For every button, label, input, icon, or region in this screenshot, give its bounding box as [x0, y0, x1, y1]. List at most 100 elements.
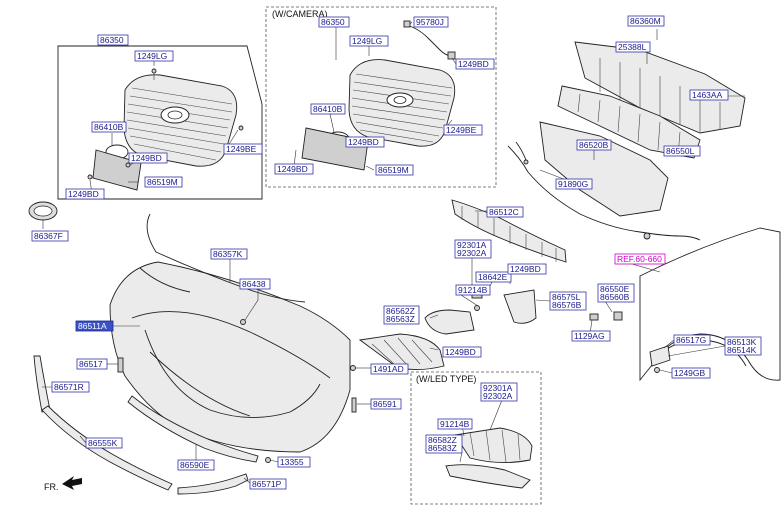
svg-text:1249BE: 1249BE	[226, 144, 257, 154]
bolts-lower	[265, 365, 357, 463]
svg-text:86350: 86350	[100, 35, 124, 45]
svg-text:18642E: 18642E	[478, 272, 508, 282]
label-absorber-lower[interactable]: 86550L	[663, 145, 701, 157]
svg-text:86350: 86350	[321, 17, 345, 27]
label-bumper-cover[interactable]: 86511A	[75, 320, 114, 332]
led-section-title: (W/LED TYPE)	[416, 374, 476, 384]
svg-text:1249BD: 1249BD	[348, 137, 379, 147]
svg-text:1491AD: 1491AD	[373, 364, 404, 374]
label-plate-cam[interactable]: 86519M	[375, 164, 414, 176]
svg-text:86410B: 86410B	[94, 122, 124, 132]
label-screw-lamp[interactable]: 1249BD	[507, 263, 547, 275]
front-arrow-icon	[62, 476, 82, 490]
svg-text:92301A: 92301A	[483, 383, 513, 393]
label-screw-gb[interactable]: 1249GB	[671, 367, 711, 379]
label-screw-be-main[interactable]: 1249BE	[223, 143, 263, 155]
label-lamp-cover[interactable]: 18642E	[475, 271, 512, 283]
svg-text:86410B: 86410B	[313, 104, 343, 114]
camera-section-title: (W/CAMERA)	[272, 9, 328, 19]
label-lamp-bracket[interactable]: 91214B	[455, 284, 491, 296]
side-brackets	[589, 311, 671, 373]
label-screw-bd-main-a[interactable]: 1249BD	[128, 152, 168, 164]
label-lower-grille[interactable]: 86512C	[486, 206, 524, 218]
label-absorber-assy[interactable]: 86360M	[627, 15, 665, 27]
svg-text:86357K: 86357K	[213, 249, 243, 259]
label-bracket-bolt[interactable]: 86591	[370, 398, 402, 410]
camera-section-frame	[265, 6, 497, 188]
label-screw-bd-cam-b[interactable]: 1249BD	[345, 136, 385, 148]
svg-text:86555K: 86555K	[88, 438, 118, 448]
svg-text:86519M: 86519M	[147, 177, 178, 187]
label-lower-lip-front[interactable]: 86555K	[85, 437, 123, 449]
label-screw-bd-cam-a[interactable]: 1249BD	[455, 58, 495, 70]
svg-text:86513K: 86513K	[727, 337, 757, 347]
label-grille-main[interactable]: 86350	[97, 34, 129, 46]
svg-text:86560B: 86560B	[600, 292, 630, 302]
label-screw-be-cam[interactable]: 1249BE	[443, 124, 483, 136]
bumper-beam	[539, 121, 669, 217]
led-lamp	[445, 427, 533, 489]
label-beam[interactable]: 86520B	[576, 139, 612, 151]
label-wiring[interactable]: 91890G	[555, 178, 593, 190]
label-plate-main[interactable]: 86519M	[144, 176, 183, 188]
svg-text:1249BD: 1249BD	[510, 264, 541, 274]
svg-text:86590E: 86590E	[180, 460, 210, 470]
label-bolt[interactable]: 1491AD	[370, 363, 409, 375]
label-absorber-clip[interactable]: 1463AA	[689, 89, 729, 101]
label-lower-trim[interactable]: 86590E	[177, 459, 215, 471]
front-bumper-cover	[109, 261, 351, 453]
label-molding-strip[interactable]: 86357K	[210, 248, 248, 260]
label-side-piece[interactable]: 86517	[76, 358, 108, 370]
label-emblem-main[interactable]: 86410B	[91, 121, 127, 133]
label-grille-cam[interactable]: 86350	[318, 16, 350, 28]
energy-absorber-lower	[557, 85, 701, 159]
screws-main	[87, 68, 244, 180]
label-led-bracket[interactable]: 91214B	[437, 418, 473, 430]
svg-text:1249BD: 1249BD	[68, 189, 99, 199]
wiring-harness	[507, 141, 701, 241]
label-ref[interactable]: REF.60-660	[614, 253, 666, 265]
front-emblem	[28, 201, 58, 221]
label-screw-lg-main[interactable]: 1249LG	[134, 50, 174, 62]
label-fender-bolt[interactable]: 1129AG	[571, 330, 611, 342]
label-emblem-front[interactable]: 86367F	[31, 230, 69, 242]
svg-text:1249GB: 1249GB	[674, 368, 706, 378]
svg-text:1249BD: 1249BD	[277, 164, 308, 174]
svg-text:91214B: 91214B	[458, 285, 488, 295]
label-camera-harness[interactable]: 95780J	[413, 16, 449, 28]
svg-text:REF.60-660: REF.60-660	[617, 254, 662, 264]
svg-text:86576B: 86576B	[552, 300, 582, 310]
label-side-bracket[interactable]: 86517G	[673, 334, 711, 346]
svg-text:13355: 13355	[280, 457, 304, 467]
label-screw-bd-cam-c[interactable]: 1249BD	[274, 163, 314, 175]
svg-text:1249BD: 1249BD	[458, 59, 489, 69]
svg-text:1249BE: 1249BE	[446, 125, 477, 135]
label-screw-fog[interactable]: 1249BD	[442, 346, 482, 358]
svg-text:86512C: 86512C	[489, 207, 519, 217]
label-molding-clip[interactable]: 86438	[239, 278, 271, 290]
svg-text:86562Z: 86562Z	[386, 306, 415, 316]
label-emblem-cam[interactable]: 86410B	[310, 103, 346, 115]
lamp-bracket	[503, 289, 537, 324]
svg-text:1129AG: 1129AG	[574, 331, 605, 341]
svg-text:86517: 86517	[79, 359, 103, 369]
label-screw-lg-cam[interactable]: 1249LG	[349, 35, 389, 47]
svg-text:92302A: 92302A	[483, 391, 513, 401]
label-screw-bd-main-b[interactable]: 1249BD	[65, 188, 105, 200]
label-lower-lip-left[interactable]: 86571R	[51, 381, 90, 393]
bumper-molding-strip	[146, 213, 306, 303]
label-absorber-sub[interactable]: 25388L	[615, 41, 651, 53]
svg-text:86583Z: 86583Z	[428, 443, 457, 453]
side-piece	[117, 357, 124, 373]
label-clip-a[interactable]: 13355	[277, 456, 311, 468]
svg-text:92302A: 92302A	[457, 248, 487, 258]
label-lower-lip-right[interactable]: 86571P	[249, 478, 287, 490]
